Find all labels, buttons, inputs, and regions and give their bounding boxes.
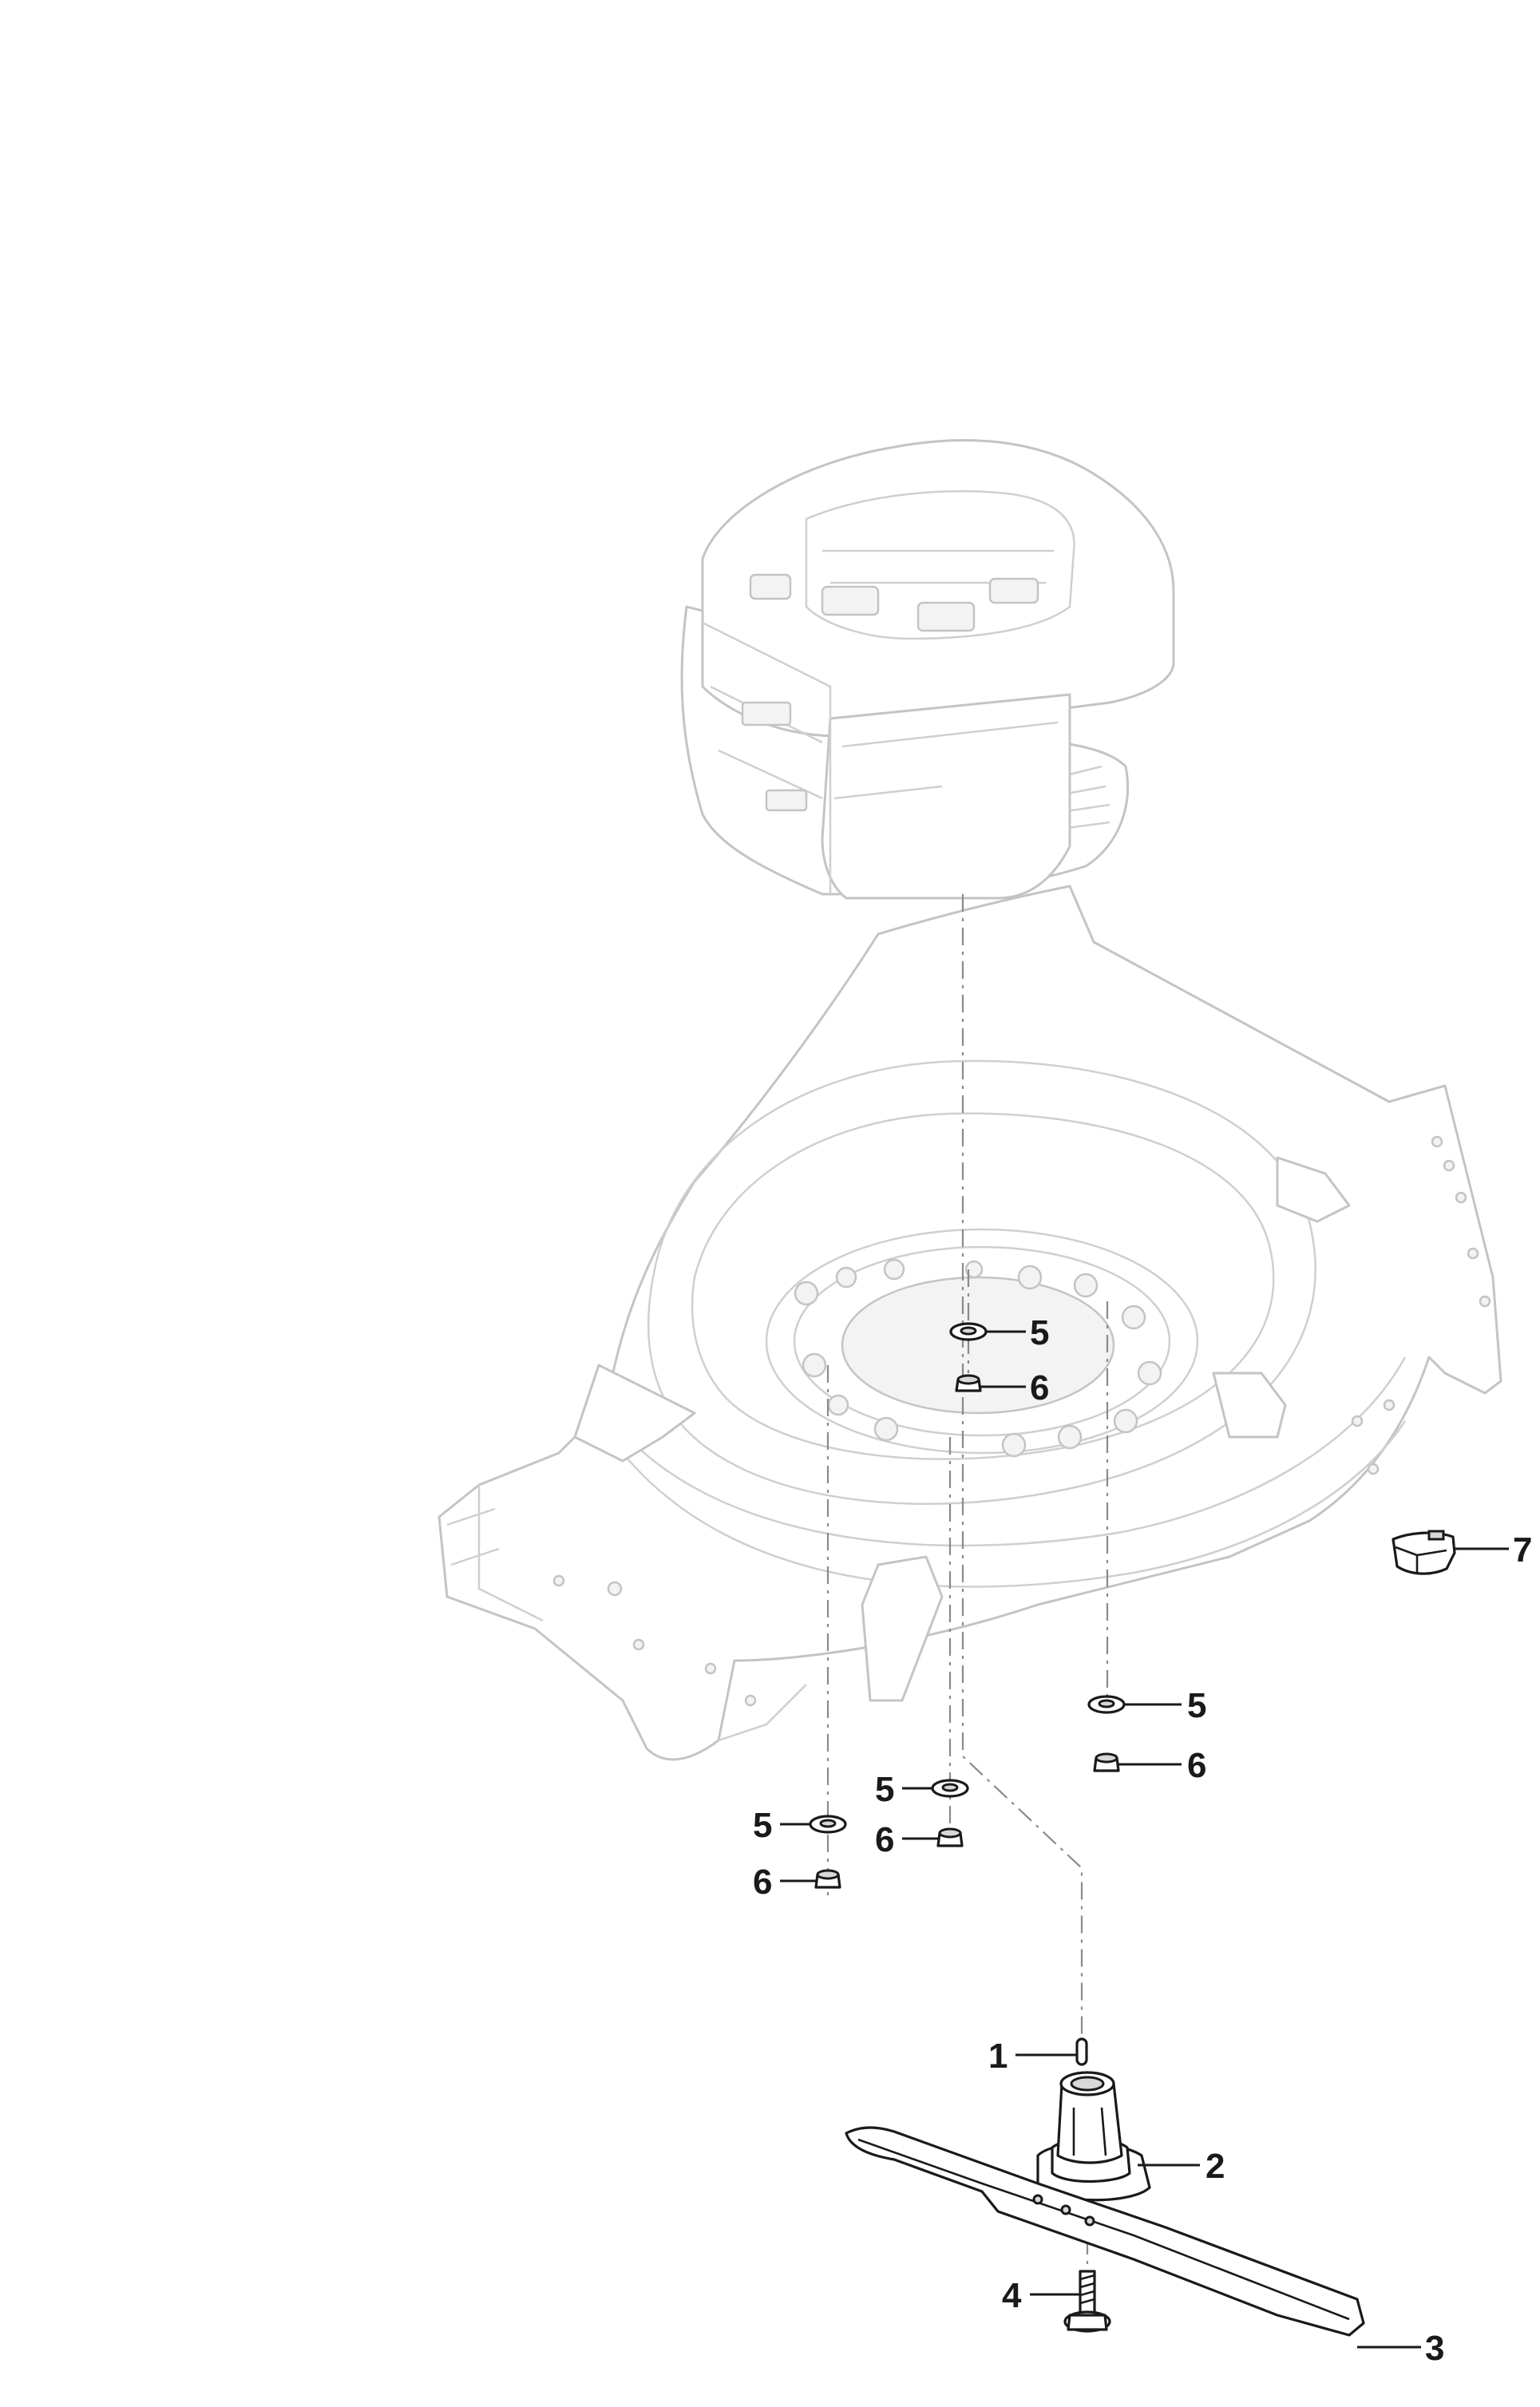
washer-part-5-center-upper bbox=[949, 1322, 988, 1341]
clip-part-7 bbox=[1392, 1530, 1456, 1575]
nut-part-6-left bbox=[814, 1869, 841, 1889]
callout-leaders bbox=[780, 1330, 1509, 2349]
bolt-part-4 bbox=[1063, 2270, 1111, 2333]
callout-5-left: 5 bbox=[753, 1806, 772, 1845]
blade-part-3 bbox=[845, 2126, 1365, 2337]
nut-part-6-right bbox=[1093, 1752, 1120, 1772]
callout-6-middle: 6 bbox=[875, 1820, 894, 1859]
callout-6-right: 6 bbox=[1187, 1746, 1206, 1785]
callout-1: 1 bbox=[988, 2037, 1008, 2076]
nut-part-6-middle bbox=[936, 1827, 964, 1847]
nut-part-6-center-upper bbox=[955, 1374, 982, 1392]
callout-5-center-upper: 5 bbox=[1030, 1313, 1049, 1352]
callout-2: 2 bbox=[1205, 2147, 1225, 2186]
callout-3: 3 bbox=[1425, 2329, 1444, 2368]
callout-7: 7 bbox=[1513, 1530, 1532, 1570]
callout-4: 4 bbox=[1002, 2276, 1022, 2315]
blade-adapter-part-2 bbox=[1036, 2071, 1151, 2202]
callout-6-center-upper: 6 bbox=[1030, 1368, 1049, 1407]
washer-part-5-left bbox=[809, 1815, 847, 1834]
washer-part-5-middle bbox=[931, 1779, 969, 1798]
motor-housing bbox=[680, 438, 1175, 900]
callout-5-middle: 5 bbox=[875, 1770, 894, 1809]
key-part-1 bbox=[1075, 2037, 1088, 2066]
washer-part-5-right bbox=[1087, 1695, 1126, 1714]
callout-5-right: 5 bbox=[1187, 1686, 1206, 1725]
callout-6-left: 6 bbox=[753, 1863, 772, 1902]
callout-labels: 1 2 3 4 5 6 5 6 5 6 5 6 7 bbox=[753, 1313, 1532, 2368]
